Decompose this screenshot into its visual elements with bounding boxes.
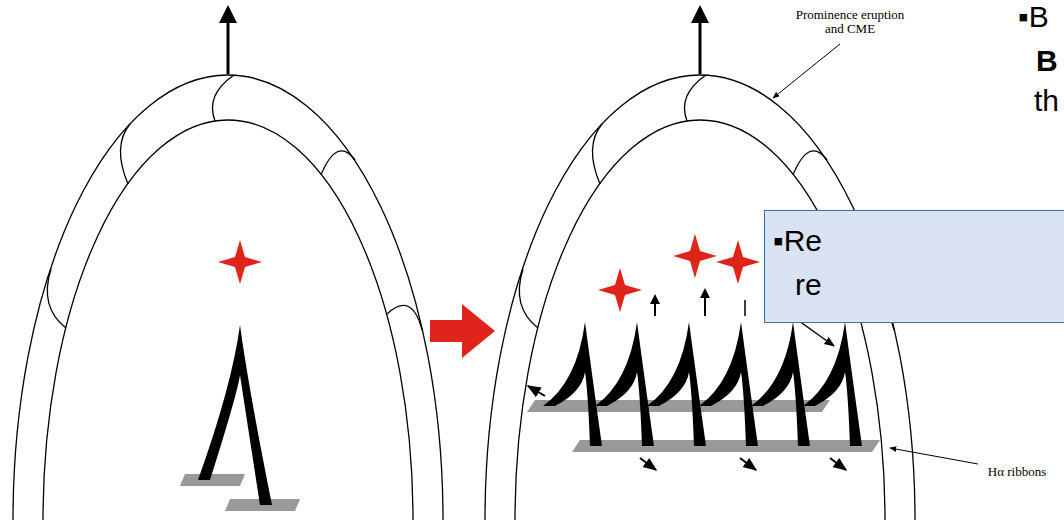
- reconnection-star: [598, 268, 642, 312]
- leader-line: [773, 44, 840, 98]
- eruption-arrow: [219, 5, 237, 74]
- eruption-arrow: [691, 5, 709, 74]
- bullet-text: ▪Re re: [773, 211, 822, 306]
- transition-arrow: [430, 304, 495, 358]
- erupting-arch: [13, 75, 443, 520]
- cropped-bullet-text: ▪B: [1018, 0, 1049, 35]
- ribbon: [527, 400, 830, 412]
- cropped-bold-text: B: [1036, 44, 1058, 79]
- rising-arrows: [650, 288, 745, 316]
- reconnection-star: [218, 240, 262, 284]
- ribbon: [572, 440, 880, 452]
- reconnection-star: [716, 240, 760, 284]
- callout-box: ▪Re re: [764, 210, 1064, 323]
- leader-line: [890, 448, 978, 464]
- cusp-loop-arcade: [543, 322, 862, 446]
- reconnection-star: [673, 234, 717, 278]
- cropped-text: th: [1034, 84, 1059, 119]
- figure-label: Hα ribbons: [985, 465, 1049, 479]
- cusp-loop: [198, 325, 272, 505]
- ribbon: [180, 474, 245, 486]
- figure-label: Prominence eruption and CME: [790, 8, 910, 37]
